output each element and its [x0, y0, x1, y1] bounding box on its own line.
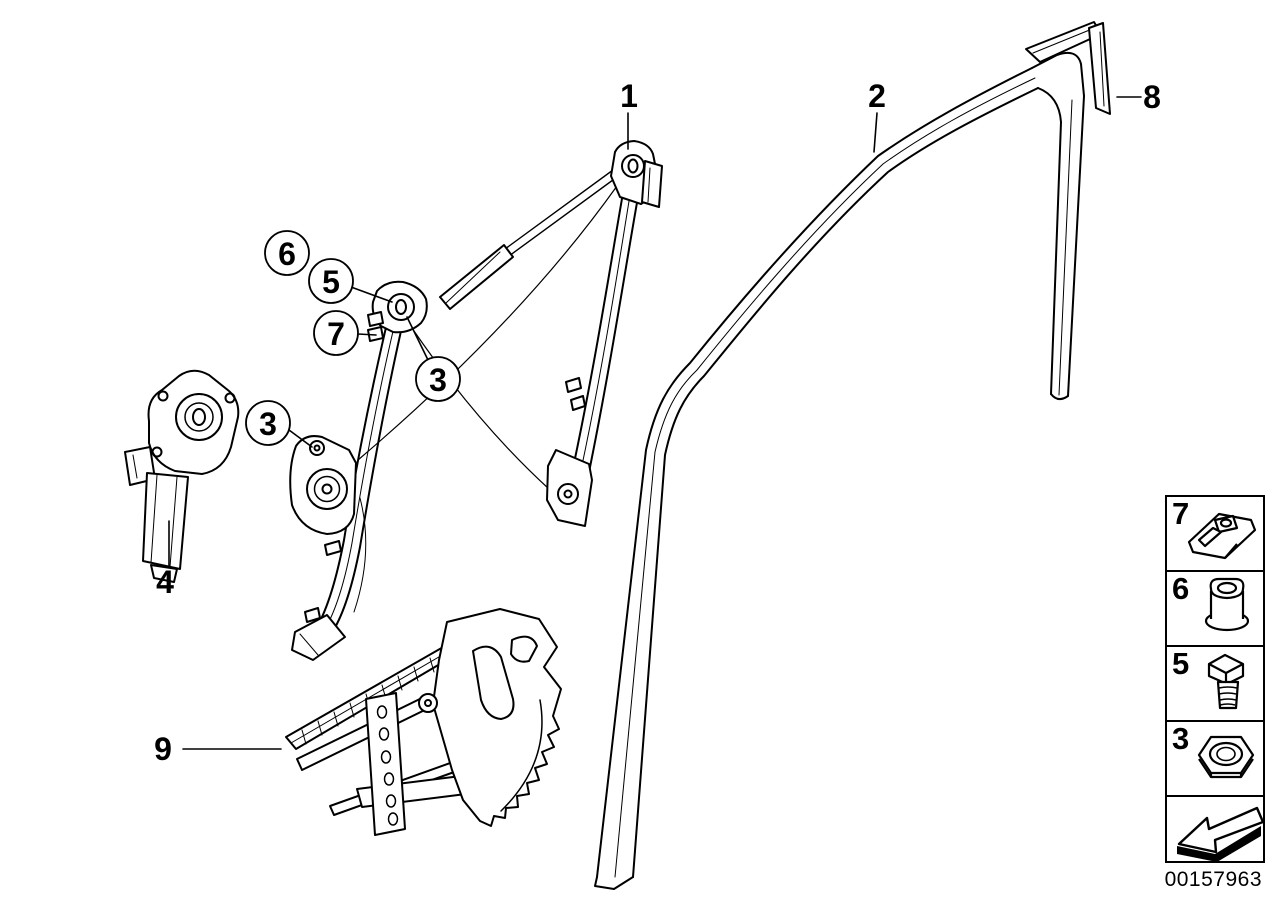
- callout-2[interactable]: 2: [868, 78, 886, 114]
- plain-callouts: 1 2 8 4 9: [154, 78, 1161, 767]
- callout-9[interactable]: 9: [154, 731, 172, 767]
- legend-cell-3[interactable]: 3: [1167, 722, 1263, 797]
- legend-cell-5[interactable]: 5: [1167, 647, 1263, 722]
- callout-1[interactable]: 1: [620, 78, 638, 114]
- doc-number: 00157963: [1164, 868, 1262, 891]
- svg-text:3[interactable]: 3: [259, 406, 277, 442]
- svg-text:6[interactable]: 6: [278, 236, 296, 272]
- svg-text:3[interactable]: 3: [429, 362, 447, 398]
- legend-label-6: 6: [1172, 571, 1190, 606]
- svg-text:5[interactable]: 5: [322, 264, 340, 300]
- callout-8[interactable]: 8: [1143, 79, 1161, 115]
- callout-5[interactable]: 5: [308, 258, 354, 304]
- svg-text:7[interactable]: 7: [327, 316, 345, 352]
- lift-cable: [353, 497, 367, 613]
- lift-cable: [413, 330, 550, 490]
- legend-label-3: 3: [1172, 721, 1190, 756]
- hex-nut-icon: [1197, 735, 1255, 779]
- callout-7[interactable]: 7: [313, 310, 359, 356]
- legend-label-7: 7: [1172, 496, 1190, 531]
- callout-6[interactable]: 6: [264, 230, 310, 276]
- circled-callouts: 6 5 7 3 3: [245, 230, 461, 446]
- flange-nut-icon: [1204, 577, 1250, 632]
- part-window-guide-seal: [594, 51, 1085, 890]
- legend-cell-7[interactable]: 7: [1167, 497, 1263, 572]
- legend-panel: 7 6: [1165, 495, 1265, 863]
- callout-3-right[interactable]: 3: [415, 356, 461, 402]
- part-drive-motor: [124, 369, 240, 583]
- lift-cable: [357, 185, 618, 461]
- legend-cell-6[interactable]: 6: [1167, 572, 1263, 647]
- direction-arrow-icon: [1177, 806, 1263, 862]
- part-corner-trim: [1025, 21, 1111, 115]
- leader-lines: [168, 96, 1142, 750]
- part-window-regulator: [289, 140, 663, 661]
- callout-4[interactable]: 4: [156, 564, 174, 600]
- part-cable-drum: [289, 435, 357, 535]
- part-manual-regulator: [285, 608, 562, 836]
- callout-3-left[interactable]: 3: [245, 400, 291, 446]
- legend-cell-arrow[interactable]: [1167, 797, 1263, 862]
- legend-label-5: 5: [1172, 646, 1190, 681]
- clamp-nut-icon: [1187, 512, 1257, 560]
- hex-bolt-icon: [1207, 653, 1245, 710]
